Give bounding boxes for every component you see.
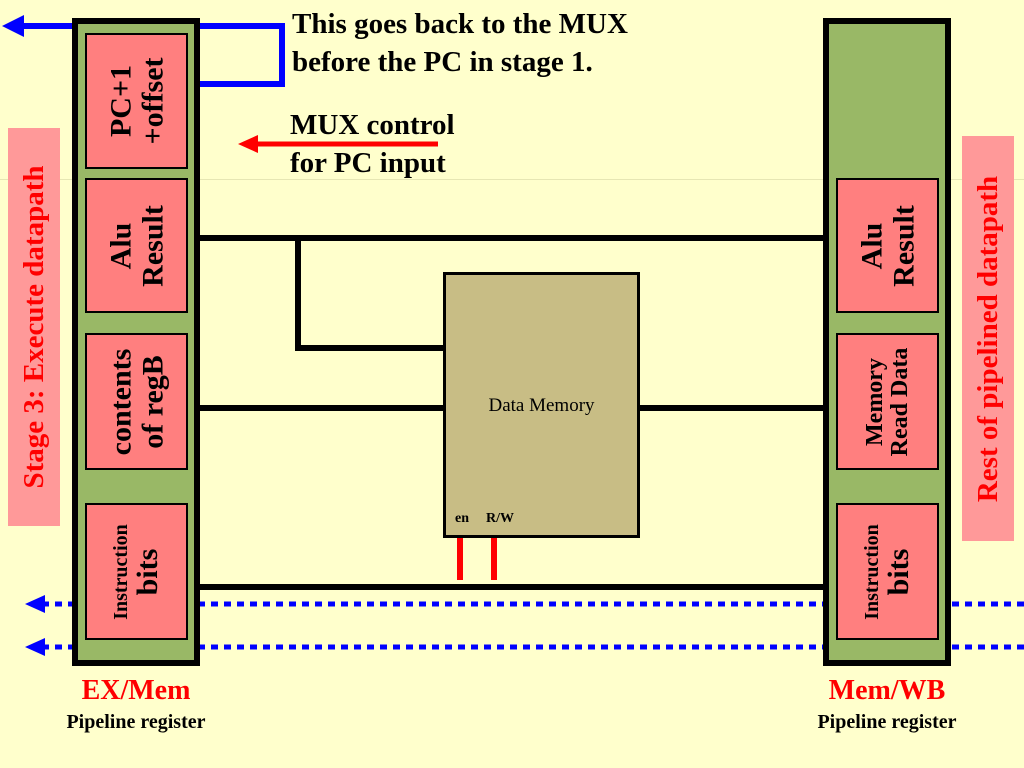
left-stage-label: Stage 3: Execute datapath <box>8 128 60 526</box>
data-memory-block: Data Memory en R/W <box>443 272 640 538</box>
mux-control-arrow <box>238 135 438 153</box>
ex-mem-subtitle: Pipeline register <box>66 711 206 733</box>
memory-rw-pin-label: R/W <box>486 511 514 526</box>
mem-wb-title: Mem/WB <box>828 675 946 706</box>
memory-rw-pin <box>491 538 497 580</box>
ex-mem-title: EX/Mem <box>81 675 191 706</box>
mux-control-note: MUX control for PC input <box>290 109 455 179</box>
alu-result-wire <box>198 235 828 241</box>
alu-to-memory-address-wire <box>295 345 445 351</box>
memory-en-pin <box>457 538 463 580</box>
regb-to-memory-wire <box>198 405 446 411</box>
alu-to-memory-riser <box>295 235 301 351</box>
mem-wb-subtitle: Pipeline register <box>817 711 957 733</box>
mux-feedback-note: This goes back to the MUX before the PC … <box>292 8 628 78</box>
instruction-wire <box>198 584 828 590</box>
data-memory-label: Data Memory <box>488 395 595 416</box>
memory-read-wire <box>638 405 828 411</box>
guide-line <box>0 179 1024 180</box>
right-stage-label: Rest of pipelined datapath <box>962 136 1014 541</box>
mem-wb-caption: Mem/WB Pipeline register <box>787 674 987 736</box>
dotted-feedback-lines <box>25 595 1024 656</box>
memory-en-pin-label: en <box>455 511 469 526</box>
ex-mem-pc-offset-field: PC+1+offset <box>85 33 188 169</box>
ex-mem-caption: EX/Mem Pipeline register <box>36 674 236 736</box>
